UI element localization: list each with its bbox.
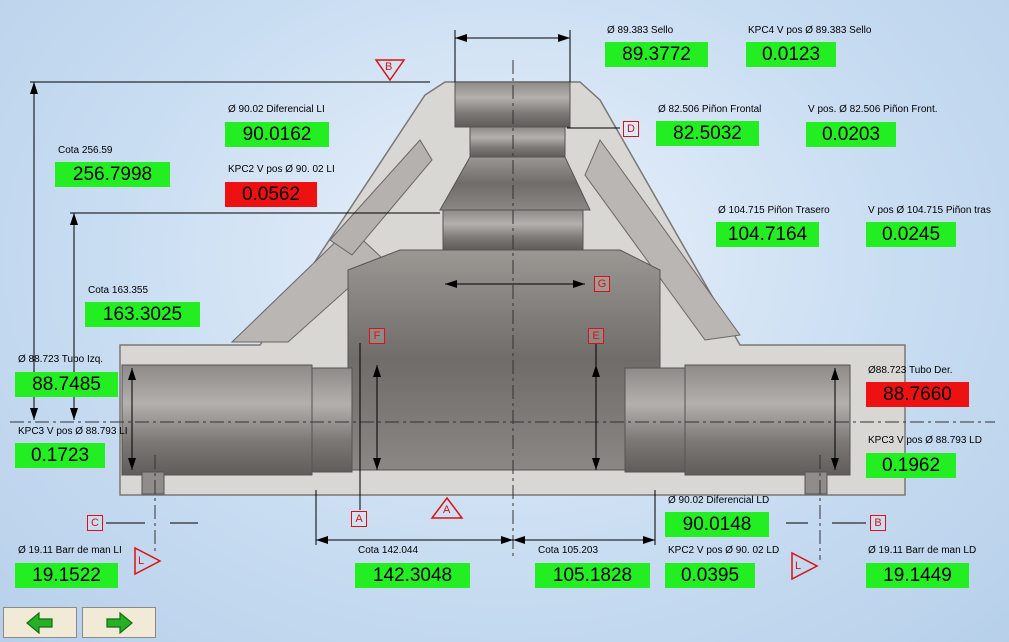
datum-l-left-letter: L [138, 555, 145, 567]
sello-label: Ø 89.383 Sello [607, 25, 674, 36]
barr-ld-label: Ø 19.11 Barr de man LD [868, 545, 977, 556]
cota-256-value: 256.7998 [55, 162, 170, 187]
cota-163-label: Cota 163.355 [88, 285, 149, 296]
diferencial-li-label: Ø 90.02 Diferencial LI [228, 104, 325, 115]
right-vent-hole [804, 471, 828, 495]
left-tube-step [311, 367, 353, 473]
datum-f-tag: F [369, 328, 385, 344]
tubo-der-value: 88.7660 [866, 382, 969, 407]
pinon-frontal-value: 82.5032 [656, 121, 759, 146]
datum-a-triangle [430, 496, 464, 519]
pinion-cone [439, 156, 591, 211]
barr-ld-value: 19.1449 [866, 563, 969, 588]
cota-142-label: Cota 142.044 [358, 545, 419, 556]
cota-142-value: 142.3048 [355, 563, 470, 588]
datum-c-tag: C [87, 515, 103, 531]
right-rib [584, 138, 741, 341]
vpos-pinon-tras-value: 0.0245 [866, 222, 956, 247]
tubo-izq-value: 88.7485 [15, 372, 118, 397]
tubo-der-label: Ø88.723 Tubo Der. [868, 365, 953, 376]
arrow-right-icon [106, 611, 133, 634]
datum-g-tag: G [594, 276, 610, 292]
back-button[interactable] [3, 607, 77, 638]
vpos-pinon-tras-label: V pos Ø 104.715 Piñon tras [868, 205, 991, 216]
datum-e-tag: E [588, 328, 604, 344]
diferencial-li-value: 90.0162 [225, 122, 329, 147]
left-tube [121, 364, 313, 476]
diferencial-ld-label: Ø 90.02 Diferencial LD [668, 495, 770, 506]
datum-a-tag: A [351, 511, 367, 527]
kpc3-ld-value: 0.1962 [866, 453, 956, 478]
barr-li-value: 19.1522 [15, 563, 118, 588]
datum-b-top-letter: B [385, 61, 393, 73]
cota-105-value: 105.1828 [535, 563, 650, 588]
vpos-pinon-front-value: 0.0203 [806, 122, 896, 147]
kpc3-li-label: KPC3 V pos Ø 88.793 LI [18, 426, 128, 437]
left-vent-hole [141, 471, 165, 495]
pinon-trasero-value: 104.7164 [716, 222, 819, 247]
sello-value: 89.3772 [605, 42, 708, 67]
kpc3-li-value: 0.1723 [15, 443, 105, 468]
left-rib-upper [329, 139, 433, 256]
datum-a-center-letter: A [443, 504, 451, 516]
kpc4-sello-label: KPC4 V pos Ø 89.383 Sello [748, 25, 872, 36]
kpc3-ld-label: KPC3 V pos Ø 88.793 LD [868, 435, 982, 446]
arrow-left-icon [26, 611, 53, 634]
kpc2-ld-label: KPC2 V pos Ø 90. 02 LD [668, 545, 780, 556]
front-pinion-bore [469, 126, 566, 158]
pinon-frontal-label: Ø 82.506 Piñon Frontal [658, 104, 762, 115]
diferencial-ld-value: 90.0148 [665, 512, 769, 537]
kpc2-ld-value: 0.0395 [665, 563, 755, 588]
cota-105-label: Cota 105.203 [538, 545, 599, 556]
kpc2-li-label: KPC2 V pos Ø 90. 02 LI [228, 164, 335, 175]
datum-l-left-triangle [134, 546, 162, 576]
datum-l-right-letter: L [795, 560, 802, 572]
cota-256-label: Cota 256.59 [58, 145, 113, 156]
cota-163-value: 163.3025 [85, 302, 200, 327]
datum-d-tag: D [623, 121, 639, 137]
pinon-trasero-label: Ø 104.715 Piñon Trasero [718, 205, 830, 216]
right-tube-step [624, 367, 686, 473]
tubo-izq-label: Ø 88.723 Tubo Izq. [18, 354, 104, 365]
right-tube [684, 364, 851, 476]
vpos-pinon-front-label: V pos. Ø 82.506 Piñon Front. [808, 104, 938, 115]
inner-cavity [347, 249, 661, 471]
kpc4-sello-value: 0.0123 [746, 42, 836, 67]
barr-li-label: Ø 19.11 Barr de man LI [18, 545, 122, 556]
datum-b-triangle [374, 59, 406, 82]
forward-button[interactable] [82, 607, 156, 638]
datum-b-right-tag: B [870, 515, 886, 531]
datum-l-right-triangle [791, 551, 819, 581]
kpc2-li-value: 0.0562 [225, 182, 317, 207]
